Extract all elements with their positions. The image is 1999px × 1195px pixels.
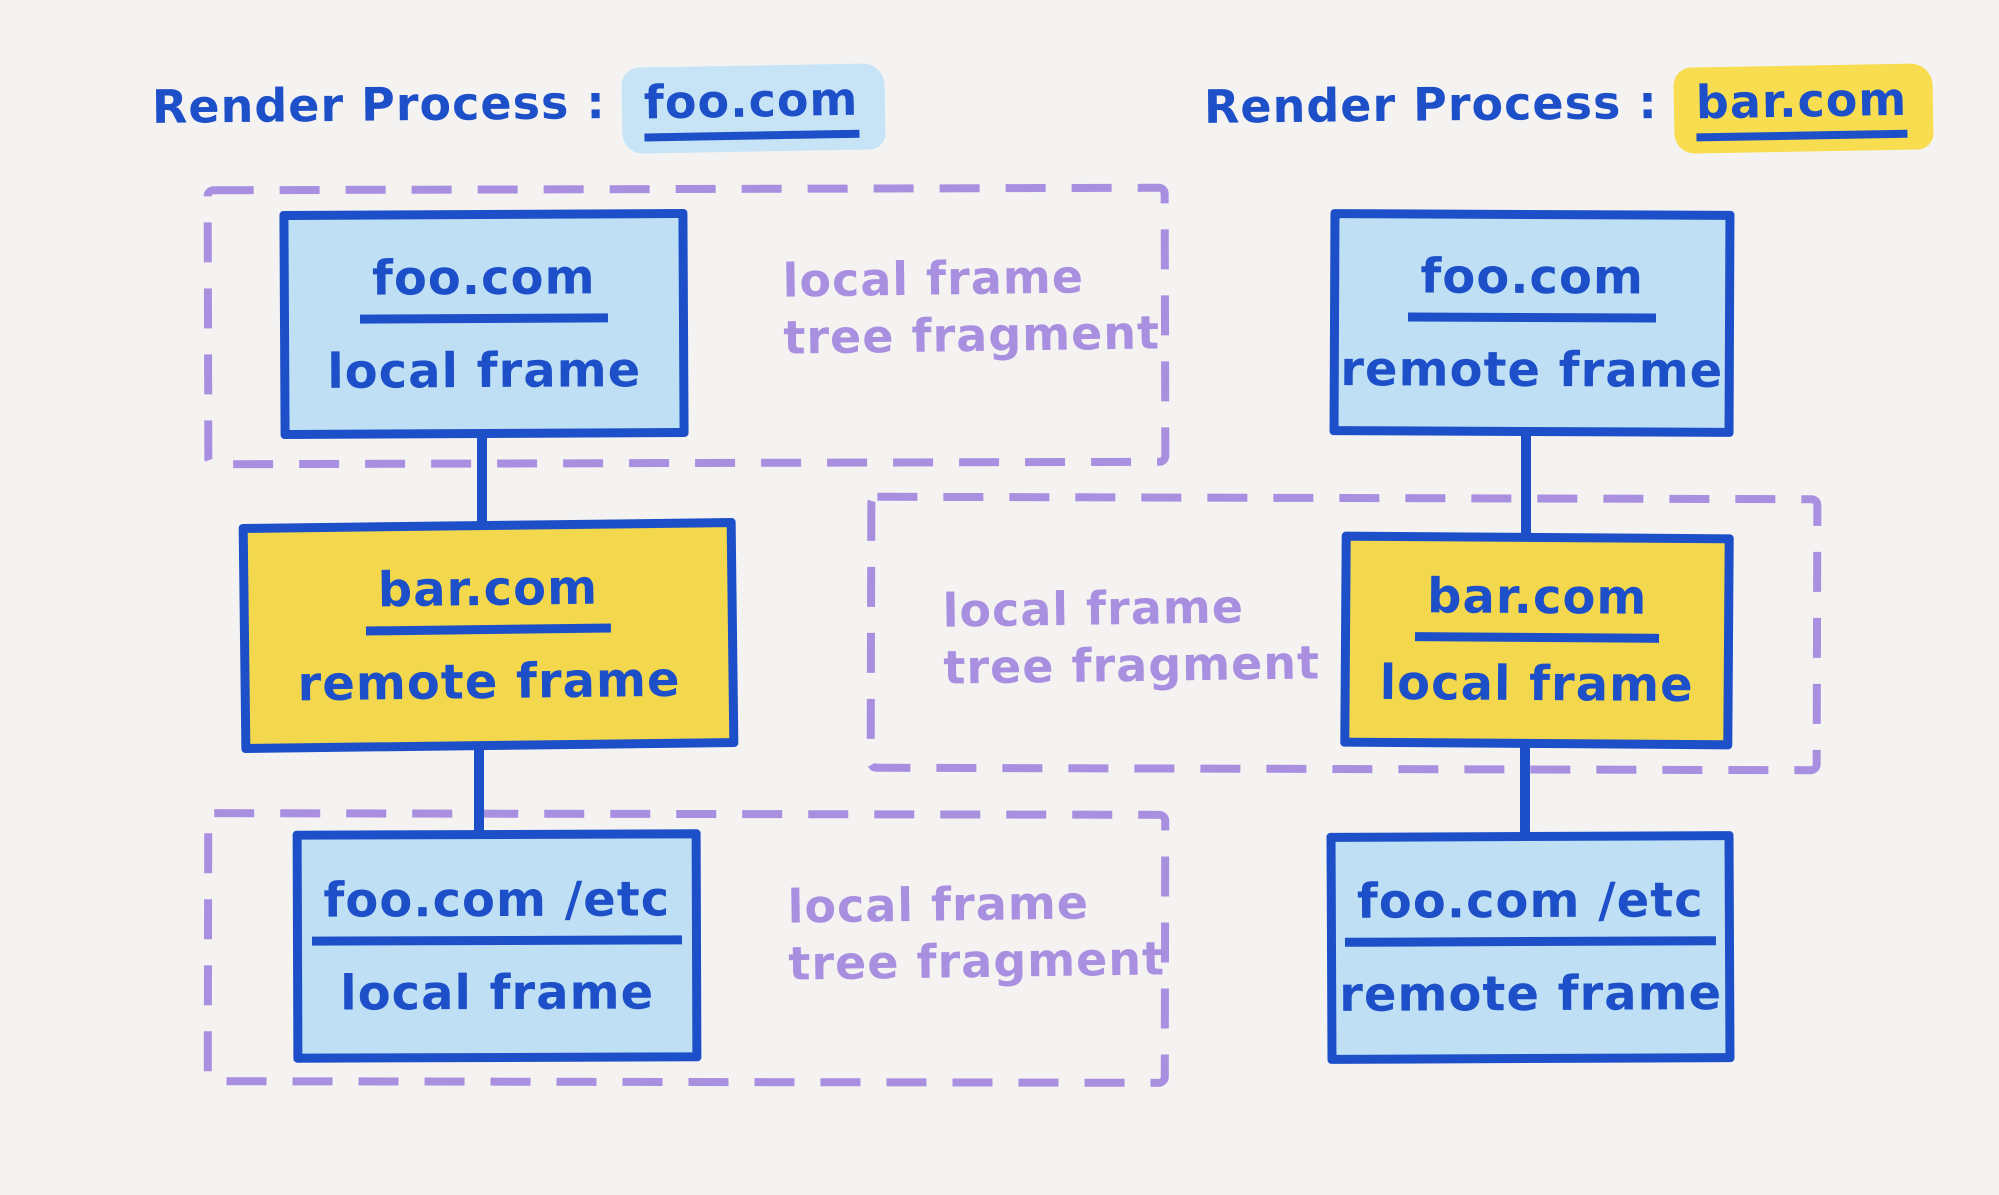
frame-node-foo-local: foo.com local frame [279, 208, 689, 440]
frame-domain: foo.com /etc [1344, 872, 1716, 947]
render-process-title-bar: Render Process : bar.com [1203, 63, 1934, 158]
fragment-label-line2: tree fragment [788, 931, 1166, 991]
local-frame-tree-fragment-box-left-bottom [203, 808, 1170, 1088]
connector-line [474, 744, 484, 836]
title-prefix: Render Process : [1203, 75, 1659, 134]
frame-node-fooetc-remote: foo.com /etc remote frame [1326, 831, 1735, 1064]
frame-kind: local frame [1379, 654, 1694, 714]
fragment-label-line1: local frame [782, 249, 1085, 308]
fragment-label-line1: local frame [942, 579, 1245, 638]
dashed-border [866, 492, 1822, 775]
connector-line [477, 434, 487, 530]
fragment-label-line2: tree fragment [783, 305, 1161, 365]
local-frame-tree-fragment-box-left-top [203, 183, 1171, 470]
fragment-label: local frame tree fragment [782, 247, 1160, 366]
frame-node-bar-local: bar.com local frame [1340, 531, 1734, 750]
title-prefix: Render Process : [151, 75, 607, 134]
frame-node-bar-remote: bar.com remote frame [238, 517, 739, 754]
frame-domain: bar.com [365, 559, 611, 636]
dashed-border [203, 183, 1170, 469]
highlighted-domain-foo: foo.com [621, 63, 886, 154]
frame-node-fooetc-local: foo.com /etc local frame [292, 829, 702, 1063]
frame-domain: bar.com [1414, 568, 1660, 643]
fragment-label-line1: local frame [787, 875, 1090, 934]
title-domain: bar.com [1695, 71, 1908, 142]
render-process-title-foo: Render Process : foo.com [151, 63, 886, 158]
frame-kind: local frame [340, 963, 655, 1022]
connector-line [1521, 432, 1531, 538]
frame-domain: foo.com [359, 248, 608, 324]
frame-kind: remote frame [1339, 965, 1723, 1023]
connector-line [1520, 742, 1530, 836]
title-domain: foo.com [643, 71, 859, 142]
frame-kind: local frame [327, 341, 642, 400]
frame-domain: foo.com /etc [311, 870, 683, 946]
fragment-label-line2: tree fragment [943, 635, 1321, 695]
local-frame-tree-fragment-box-right [866, 492, 1823, 776]
fragment-label: local frame tree fragment [942, 577, 1320, 696]
highlighted-domain-bar: bar.com [1673, 63, 1934, 154]
dashed-border [203, 809, 1170, 1087]
fragment-label: local frame tree fragment [787, 873, 1165, 992]
frame-domain: foo.com [1408, 247, 1657, 323]
frame-node-foo-remote: foo.com remote frame [1329, 209, 1735, 437]
frame-kind: remote frame [1340, 340, 1724, 399]
frame-kind: remote frame [297, 651, 681, 713]
